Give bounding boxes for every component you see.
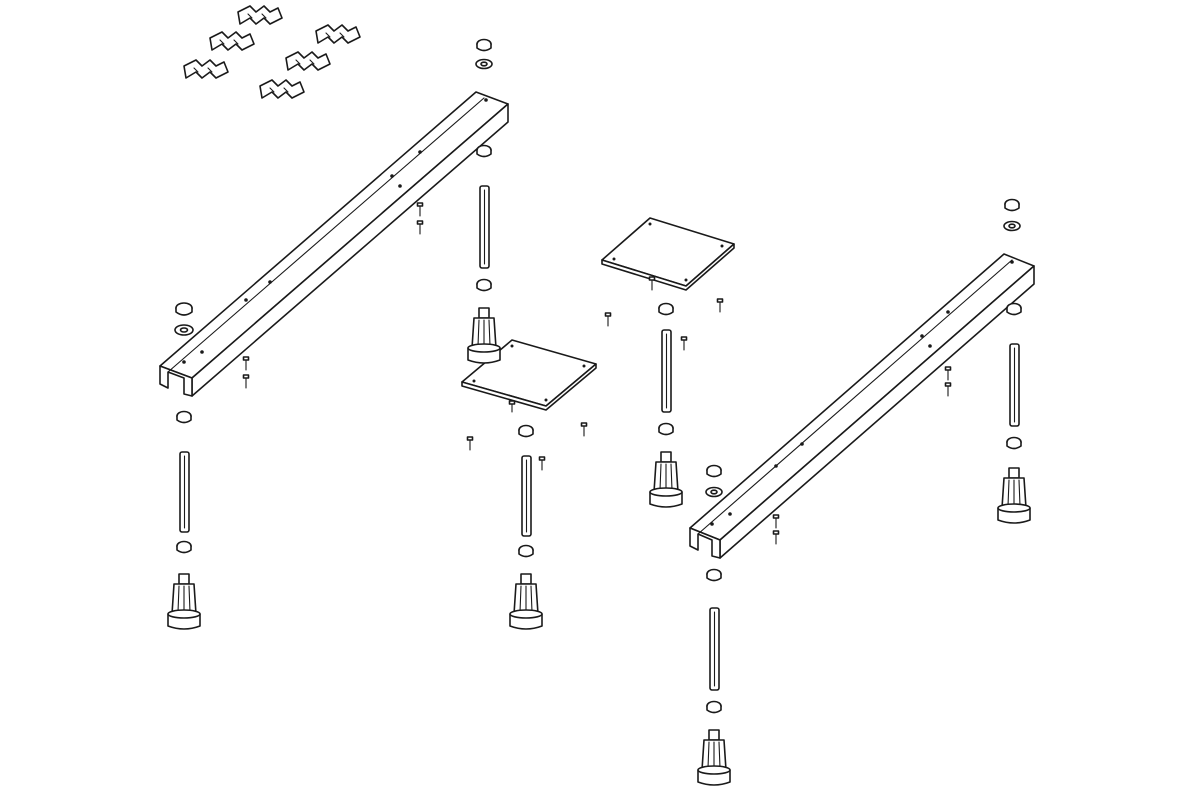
threaded-rod [1009, 343, 1020, 427]
threaded-rod [479, 185, 490, 269]
nut [476, 38, 492, 52]
screw [508, 400, 516, 413]
threaded-rod [521, 455, 532, 537]
screw [680, 336, 688, 351]
screw [242, 356, 250, 371]
nut [518, 544, 534, 558]
screw [416, 202, 424, 217]
screw [604, 312, 612, 327]
nut [706, 700, 722, 714]
screws-group [242, 202, 952, 545]
adjustable-foot [167, 573, 201, 630]
washer [174, 324, 194, 336]
nut [706, 568, 722, 582]
screw [466, 436, 474, 451]
screw [772, 530, 780, 545]
wall-clip [209, 31, 255, 51]
nut [658, 422, 674, 436]
screw [416, 220, 424, 235]
wall-clip [315, 24, 361, 44]
threaded-rod [709, 607, 720, 691]
wall-clip [183, 59, 229, 79]
nut [176, 540, 192, 554]
screw [648, 276, 656, 291]
nut [1006, 436, 1022, 450]
washer [1003, 220, 1021, 232]
threaded-rod [179, 451, 190, 533]
nut [1006, 302, 1022, 316]
wall-clips-group [183, 5, 361, 99]
threaded-rods-group [179, 185, 1020, 691]
feet-group [167, 307, 1031, 786]
screw [580, 422, 588, 437]
adjustable-foot [697, 729, 731, 786]
wall-clip [285, 51, 331, 71]
adjustable-foot [509, 573, 543, 630]
right-rail [689, 253, 1035, 559]
nut [1004, 198, 1020, 212]
wall-clip [259, 79, 305, 99]
nuts-group [174, 38, 1022, 714]
nut [518, 424, 534, 438]
screw [242, 374, 250, 389]
nut [176, 410, 192, 424]
adjustable-foot [467, 307, 501, 364]
screw [538, 456, 546, 471]
screw [716, 298, 724, 313]
nut [175, 302, 193, 316]
nut [476, 144, 492, 158]
threaded-rod [661, 329, 672, 413]
screw [944, 366, 952, 381]
adjustable-foot [649, 451, 683, 508]
screw [772, 514, 780, 529]
nut [658, 302, 674, 316]
nut [706, 464, 722, 478]
washer [475, 58, 493, 70]
nut [476, 278, 492, 292]
washer [705, 486, 723, 498]
left-rail [159, 91, 509, 397]
wall-clip [237, 5, 283, 25]
screw [944, 382, 952, 397]
adjustable-foot [997, 467, 1031, 524]
mounting-plate-upper [601, 217, 735, 291]
